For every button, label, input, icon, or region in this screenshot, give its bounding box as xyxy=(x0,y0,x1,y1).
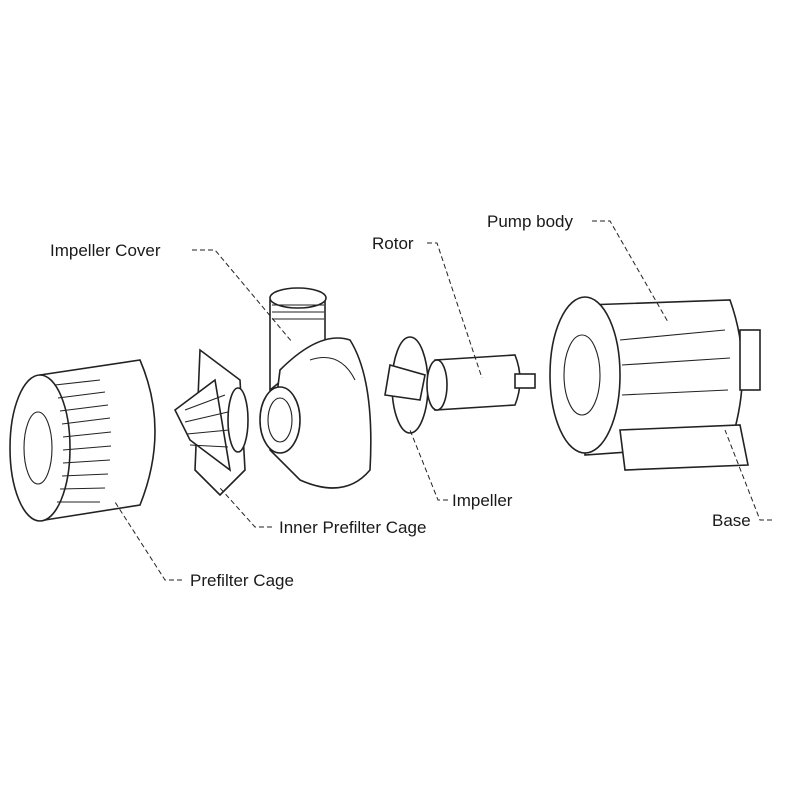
prefilter-cage-leader xyxy=(114,501,182,581)
label-base: Base xyxy=(712,511,751,530)
label-pump-body: Pump body xyxy=(487,212,573,231)
impeller-cover-part xyxy=(259,287,372,489)
pump-body-part xyxy=(549,296,761,471)
inner-prefilter-cage-leader xyxy=(219,487,272,528)
pump-body-leader xyxy=(592,220,669,323)
rotor-part xyxy=(426,354,536,411)
label-impeller: Impeller xyxy=(452,491,513,510)
label-inner-prefilter-cage: Inner Prefilter Cage xyxy=(279,518,427,537)
label-rotor: Rotor xyxy=(372,234,414,253)
label-impeller-cover: Impeller Cover xyxy=(50,241,161,260)
inner-prefilter-cage-part xyxy=(173,348,249,497)
prefilter-cage-part xyxy=(9,359,156,522)
impeller-part xyxy=(384,336,429,434)
label-prefilter-cage: Prefilter Cage xyxy=(190,571,294,590)
rotor-leader xyxy=(427,242,483,379)
base-leader xyxy=(724,429,772,521)
impeller-leader xyxy=(409,429,448,501)
